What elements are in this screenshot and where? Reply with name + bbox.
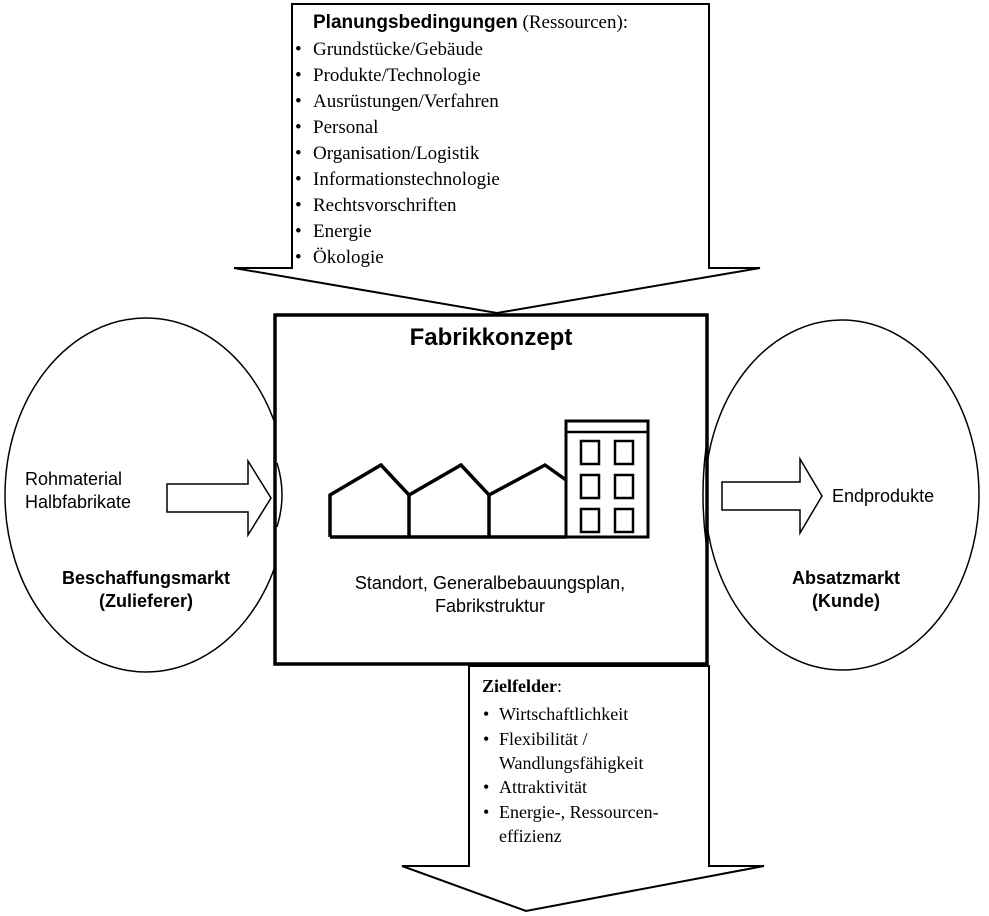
bullet-mark: • [295, 39, 302, 60]
target-item: Wirtschaftlichkeit [499, 704, 628, 724]
targets-arrow [401, 665, 765, 913]
sales-market-name-line1: Absatzmarkt [792, 568, 900, 588]
planning-item: Energie [313, 221, 372, 242]
bullet-mark: • [483, 802, 489, 822]
target-item-continued: Wandlungsfähigkeit [499, 753, 644, 773]
targets-title-suffix: : [557, 676, 562, 696]
planning-item: Organisation/Logistik [313, 143, 480, 164]
planning-item: Informationstechnologie [313, 169, 500, 190]
bullet-mark: • [295, 143, 302, 164]
planning-arrow [233, 3, 761, 315]
bullet-mark: • [295, 195, 302, 216]
targets-list: • Wirtschaftlichkeit • Flexibilität / Wa… [483, 704, 659, 846]
planning-item: Ökologie [313, 247, 384, 268]
output-arrow [721, 456, 823, 536]
bullet-mark: • [295, 91, 302, 112]
supply-market-name-line2: (Zulieferer) [99, 591, 193, 611]
planning-item: Grundstücke/Gebäude [313, 39, 483, 60]
supply-market-name-line1: Beschaffungsmarkt [62, 568, 230, 588]
planning-item: Personal [313, 117, 378, 138]
output-label: Endprodukte [832, 486, 934, 506]
bullet-mark: • [483, 704, 489, 724]
planning-list: • Grundstücke/Gebäude • Produkte/Technol… [295, 39, 500, 268]
sales-market-name-line2: (Kunde) [812, 591, 880, 611]
target-item-continued: effizienz [499, 826, 562, 846]
factory-concept-caption-line1: Standort, Generalbebauungsplan, [355, 573, 625, 593]
factory-concept-caption-line2: Fabrikstruktur [435, 596, 545, 616]
planning-item: Produkte/Technologie [313, 65, 481, 86]
supply-ellipse-overlap [276, 462, 283, 528]
target-item: Energie-, Ressourcen- [499, 802, 659, 822]
planning-item: Rechtsvorschriften [313, 195, 457, 216]
input-label-line1: Rohmaterial [25, 469, 122, 489]
factory-icon [328, 419, 650, 539]
planning-title: Planungsbedingungen [313, 12, 518, 33]
planning-heading: Planungsbedingungen (Ressourcen): [313, 12, 628, 33]
input-label-line2: Halbfabrikate [25, 492, 131, 512]
planning-title-suffix: (Ressourcen): [518, 12, 628, 33]
bullet-mark: • [483, 729, 489, 749]
target-item: Attraktivität [499, 777, 587, 797]
bullet-mark: • [295, 247, 302, 268]
factory-concept-title: Fabrikkonzept [410, 324, 573, 351]
sales-ellipse-overlap [702, 447, 707, 543]
bullet-mark: • [295, 117, 302, 138]
targets-title: Zielfelder [482, 676, 557, 696]
targets-heading: Zielfelder: [482, 676, 562, 696]
bullet-mark: • [295, 221, 302, 242]
input-arrow [166, 458, 272, 538]
bullet-mark: • [295, 65, 302, 86]
bullet-mark: • [483, 777, 489, 797]
planning-item: Ausrüstungen/Verfahren [313, 91, 499, 112]
bullet-mark: • [295, 169, 302, 190]
target-item: Flexibilität / [499, 729, 588, 749]
